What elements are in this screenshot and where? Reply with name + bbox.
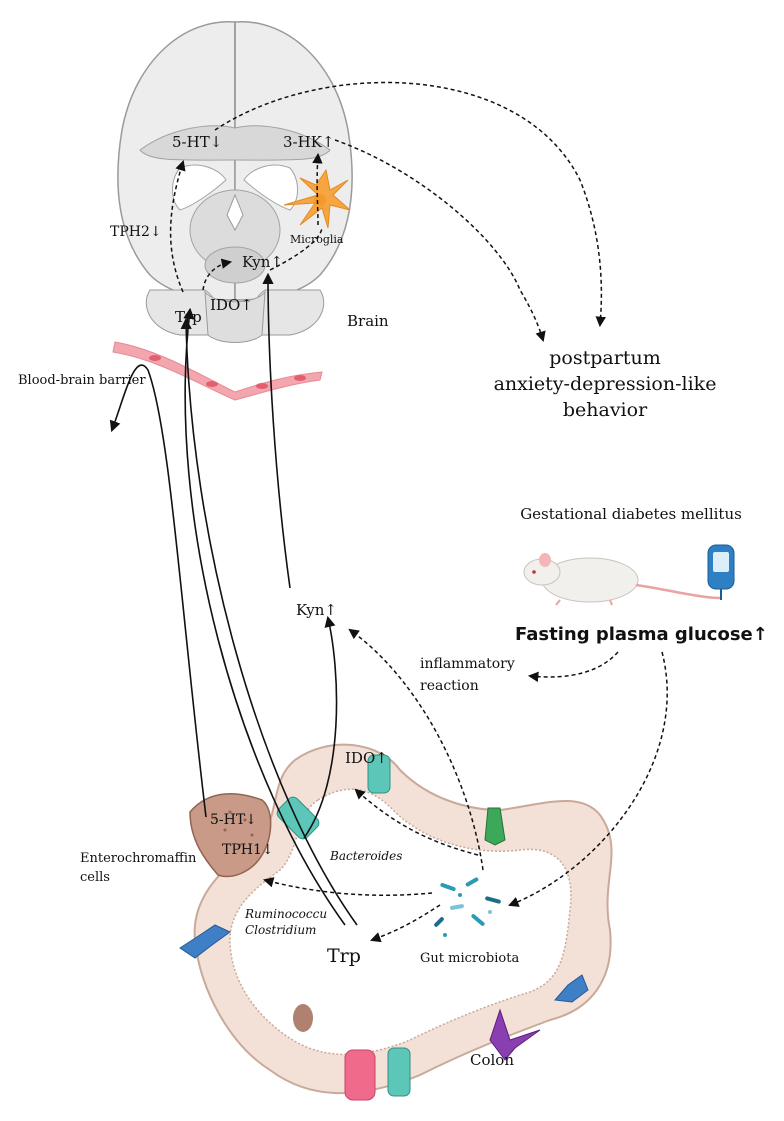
label-clostridium: Clostridium bbox=[245, 923, 316, 937]
label-5ht-brain: 5-HT↓ bbox=[172, 133, 222, 151]
pathway-arrows bbox=[109, 272, 358, 926]
label-tph1: TPH1↓ bbox=[222, 842, 274, 858]
label-ido-gut: IDO↑ bbox=[345, 749, 388, 767]
label-brain: Brain bbox=[347, 312, 389, 330]
blood-brain-barrier bbox=[112, 341, 323, 401]
label-microbiota: Gut microbiota bbox=[420, 951, 519, 966]
outcome-line-3: behavior bbox=[563, 399, 648, 421]
label-ec-2: cells bbox=[80, 870, 110, 885]
label-bbb: Blood-brain barrier bbox=[18, 373, 146, 388]
dashed-arrows bbox=[169, 81, 668, 943]
label-inflam-1: inflammatory bbox=[420, 656, 515, 672]
gut-microbiota-icon bbox=[434, 877, 501, 937]
outcome-line-2: anxiety-depression-like bbox=[494, 373, 717, 395]
label-colon: Colon bbox=[470, 1051, 514, 1069]
label-bacteroides: Bacteroides bbox=[329, 849, 402, 863]
label-ec-1: Enterochromaffin bbox=[80, 851, 197, 866]
label-3hk-brain: 3-HK↑ bbox=[283, 133, 334, 151]
label-trp-brain: Trp bbox=[175, 308, 202, 326]
label-ido-brain: IDO↑ bbox=[210, 296, 253, 314]
enterochromaffin-cell bbox=[189, 793, 272, 878]
label-kyn-mid: Kyn↑ bbox=[296, 601, 337, 619]
label-gdm: Gestational diabetes mellitus bbox=[520, 505, 742, 523]
glucometer-icon bbox=[707, 544, 735, 600]
label-trp-gut: Trp bbox=[327, 945, 361, 967]
label-5ht-gut: 5-HT↓ bbox=[210, 812, 257, 828]
label-tph2: TPH2↓ bbox=[110, 224, 162, 240]
brain-illustration bbox=[117, 21, 353, 343]
label-fpg: Fasting plasma glucose↑ bbox=[515, 624, 768, 645]
label-inflam-2: reaction bbox=[420, 678, 479, 694]
outcome-line-1: postpartum bbox=[549, 347, 660, 369]
colon-illustration bbox=[179, 743, 613, 1101]
label-microglia: Microglia bbox=[290, 233, 344, 246]
label-kyn-brain: Kyn↑ bbox=[242, 253, 283, 271]
label-ruminococcus: Ruminococcu bbox=[244, 907, 327, 921]
rat-icon bbox=[523, 553, 721, 606]
